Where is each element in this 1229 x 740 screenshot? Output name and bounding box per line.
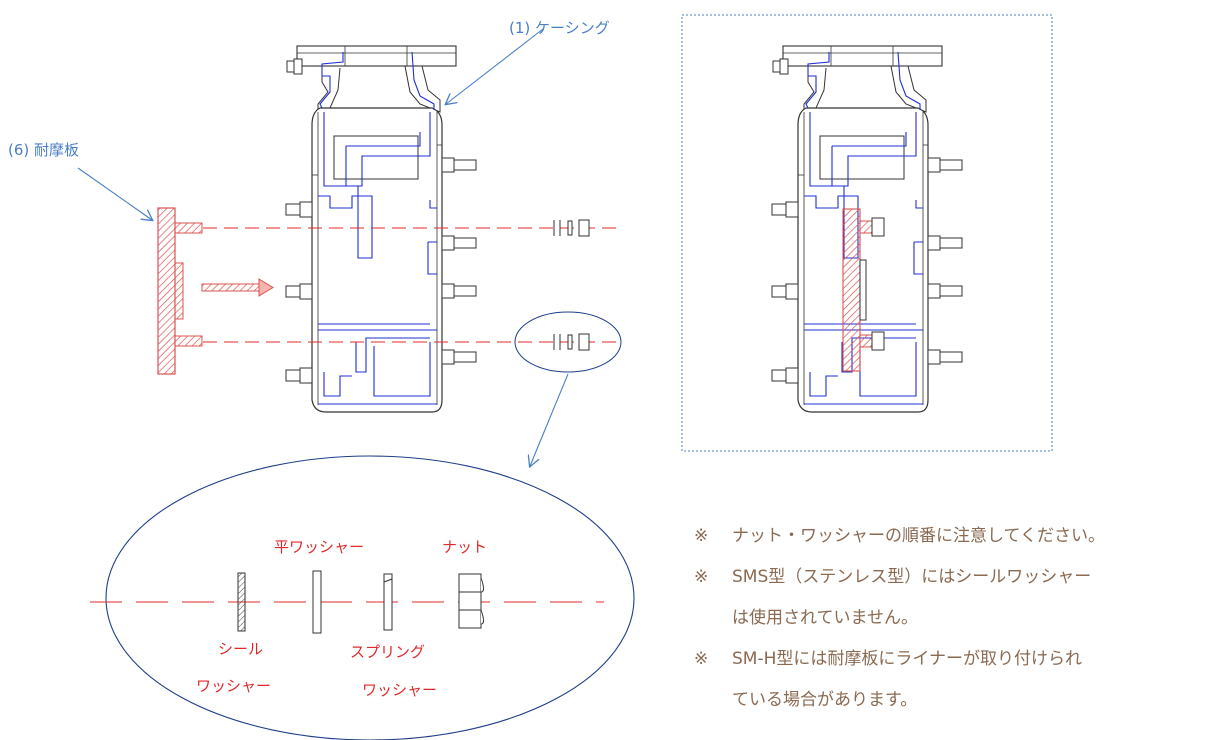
fastener-stack-lower: [553, 333, 590, 351]
note-mark: ※: [694, 567, 709, 587]
bolt-centerlines: [203, 227, 622, 343]
spring-washer-label-line2: ワッシャー: [362, 681, 437, 699]
note-line: ナット・ワッシャーの順番に注意してください。: [732, 526, 1105, 546]
note-item: ※ SM-H型には耐摩板にライナーが取り付けられ ている場合があります。: [694, 639, 1226, 721]
casing-assembled: [771, 45, 963, 413]
detail-callout-circle: [514, 311, 622, 373]
spring-washer-shape: [383, 573, 393, 631]
note-item: ※ ナット・ワッシャーの順番に注意してください。: [694, 516, 1226, 557]
note-mark: ※: [694, 649, 709, 669]
note-mark: ※: [694, 526, 709, 546]
seal-washer-label-line2: ワッシャー: [196, 677, 271, 695]
fastener-stack-upper: [553, 219, 590, 237]
nut-label: ナット: [442, 538, 487, 556]
casing-exploded: [285, 45, 477, 413]
wear-plate-part: [157, 207, 203, 375]
wear-plate-label: (6) 耐摩板: [8, 141, 79, 159]
note-line: SM-H型には耐摩板にライナーが取り付けられ: [732, 649, 1083, 669]
wear-plate-callout-arrow: [77, 167, 152, 220]
nut-shape: [458, 573, 484, 629]
seal-washer-label-line1: シール: [218, 640, 263, 658]
spring-washer-label-line1: スプリング: [350, 643, 425, 661]
casing-label: (1) ケーシング: [509, 19, 610, 37]
note-item: ※ SMS型（ステンレス型）にはシールワッシャー は使用されていません。: [694, 557, 1226, 639]
assembled-view-frame: [681, 14, 1053, 452]
flat-washer-shape: [312, 570, 322, 634]
casing-callout-arrow: [446, 28, 544, 104]
flat-washer-label: 平ワッシャー: [274, 538, 364, 556]
note-line: ている場合があります。: [732, 690, 918, 710]
assembly-direction-arrow: [201, 278, 274, 297]
notes-list: ※ ナット・ワッシャーの順番に注意してください。 ※ SMS型（ステンレス型）に…: [694, 516, 1226, 721]
seal-washer-shape: [237, 572, 246, 632]
note-line: SMS型（ステンレス型）にはシールワッシャー: [732, 567, 1092, 587]
note-line: は使用されていません。: [732, 608, 918, 628]
detail-callout-arrow: [530, 373, 569, 466]
detail-enlarged-ellipse: [105, 455, 635, 740]
